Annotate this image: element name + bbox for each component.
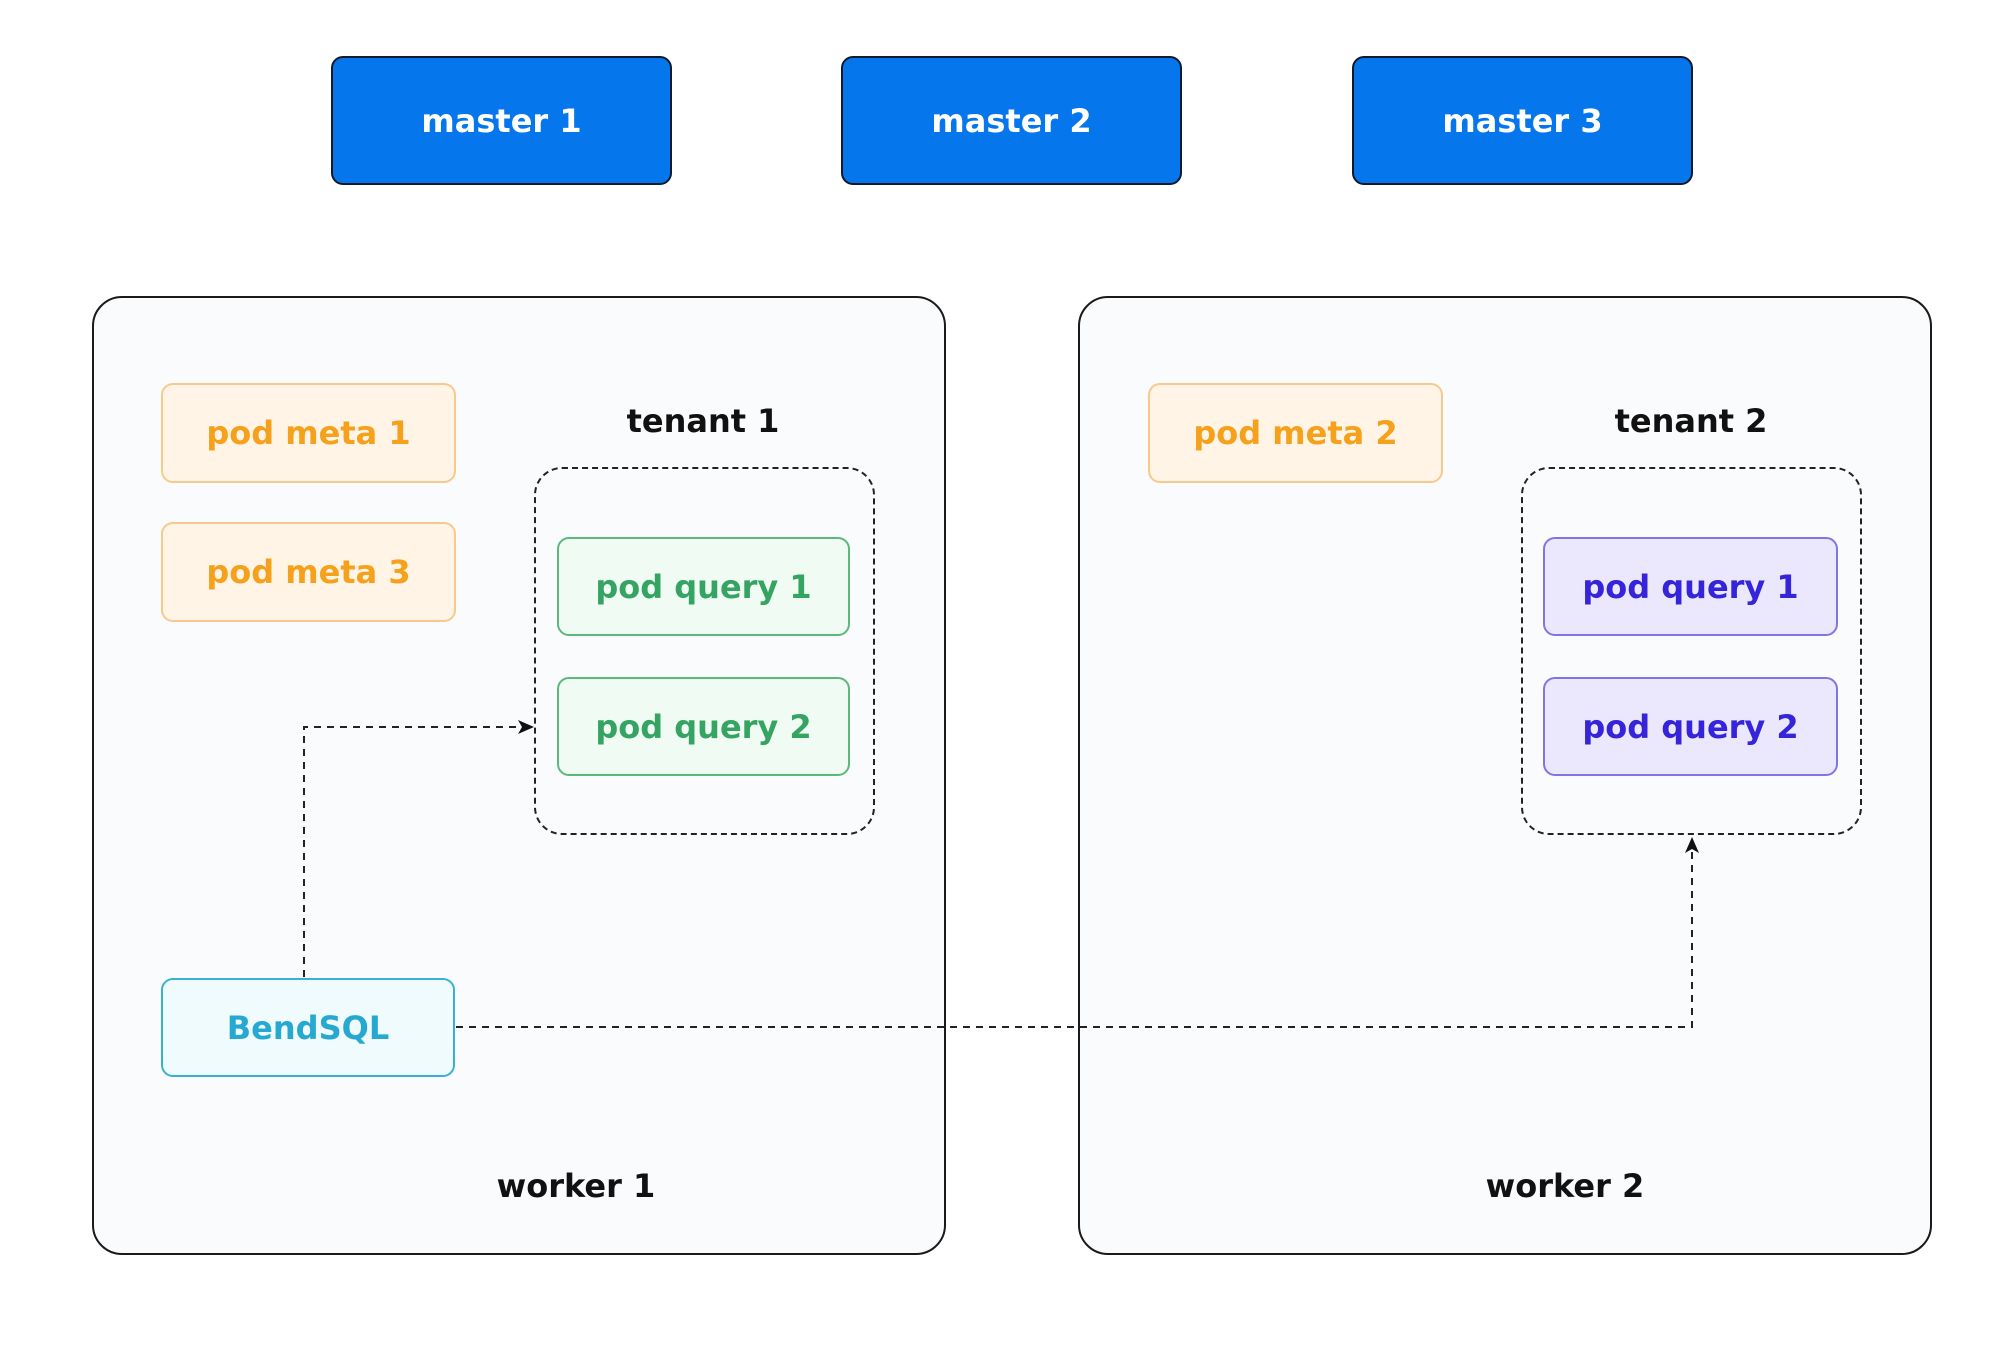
tenant-2-group bbox=[1521, 467, 1862, 835]
arrow-bendsql-to-tenant-1 bbox=[303, 726, 522, 977]
arrow-bendsql-to-tenant-2 bbox=[456, 849, 1693, 1028]
master-node-3: master 3 bbox=[1352, 56, 1693, 185]
master-node-label: master 2 bbox=[931, 101, 1092, 140]
pod-meta-3: pod meta 3 bbox=[161, 522, 456, 622]
master-node-label: master 1 bbox=[421, 101, 582, 140]
bendsql-label: BendSQL bbox=[226, 1008, 390, 1047]
tenant-1-pod-query-2: pod query 2 bbox=[557, 677, 850, 776]
tenant-1-pod-query-1: pod query 1 bbox=[557, 537, 850, 636]
pod-query-label: pod query 1 bbox=[1582, 567, 1799, 606]
tenant-1-group bbox=[534, 467, 875, 835]
pod-meta-2: pod meta 2 bbox=[1148, 383, 1443, 483]
master-node-label: master 3 bbox=[1442, 101, 1603, 140]
tenant-1-label: tenant 1 bbox=[626, 402, 780, 440]
arrowhead-tenant-1 bbox=[518, 720, 534, 734]
pod-query-label: pod query 2 bbox=[595, 707, 812, 746]
worker-2-label: worker 2 bbox=[1485, 1167, 1645, 1205]
tenant-2-label: tenant 2 bbox=[1614, 402, 1768, 440]
tenant-2-pod-query-1: pod query 1 bbox=[1543, 537, 1838, 636]
pod-meta-1: pod meta 1 bbox=[161, 383, 456, 483]
pod-meta-label: pod meta 1 bbox=[206, 414, 411, 452]
pod-query-label: pod query 2 bbox=[1582, 707, 1799, 746]
master-node-2: master 2 bbox=[841, 56, 1182, 185]
pod-query-label: pod query 1 bbox=[595, 567, 812, 606]
bendsql-client: BendSQL bbox=[161, 978, 455, 1077]
tenant-2-pod-query-2: pod query 2 bbox=[1543, 677, 1838, 776]
arrowhead-tenant-2 bbox=[1685, 837, 1699, 853]
worker-1-label: worker 1 bbox=[496, 1167, 656, 1205]
pod-meta-label: pod meta 3 bbox=[206, 553, 411, 591]
master-node-1: master 1 bbox=[331, 56, 672, 185]
pod-meta-label: pod meta 2 bbox=[1193, 414, 1398, 452]
